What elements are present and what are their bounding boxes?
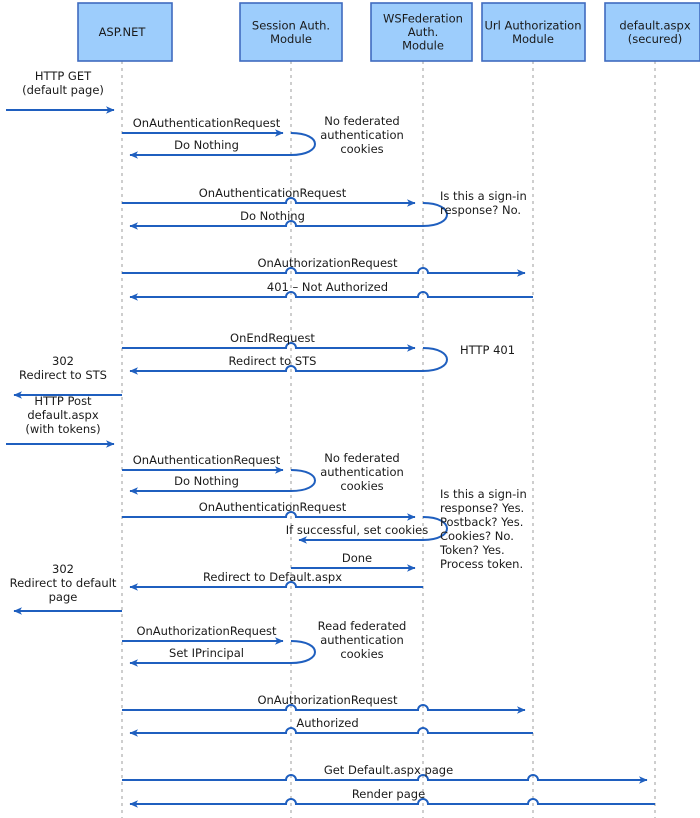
message-m21: OnAuthorizationRequest	[122, 693, 526, 714]
message-m19: OnAuthorizationRequest	[122, 624, 284, 645]
message-m20: Set IPrincipal	[129, 646, 291, 667]
message-label-m16: Done	[342, 551, 372, 565]
message-line-m06	[122, 267, 526, 277]
message-line-m22	[129, 727, 533, 737]
message-line-m08	[122, 342, 416, 352]
message-line-m21	[122, 704, 526, 714]
message-line-m09	[129, 365, 423, 375]
message-m16: Done	[291, 551, 416, 572]
actor-aspnet[interactable]: ASP.NET	[77, 2, 173, 62]
message-label-m22: Authorized	[296, 716, 358, 730]
message-m02: OnAuthenticationRequest	[122, 116, 284, 137]
message-m22: Authorized	[129, 716, 533, 737]
message-m24: Render page	[129, 787, 655, 808]
message-label-m17: Redirect to Default.aspx	[203, 570, 342, 584]
message-label-m19: OnAuthorizationRequest	[136, 624, 277, 638]
self-loop-a2	[422, 202, 448, 227]
message-m03: Do Nothing	[129, 138, 291, 159]
message-line-m05	[129, 220, 423, 230]
message-label-m12: OnAuthenticationRequest	[133, 453, 281, 467]
self-loop-arcs-layer	[290, 132, 448, 664]
message-m05: Do Nothing	[129, 209, 423, 230]
actor-page[interactable]: default.aspx(secured)	[604, 2, 700, 62]
self-loop-a5	[422, 516, 448, 541]
actor-box-page[interactable]	[604, 2, 700, 62]
message-m14: OnAuthenticationRequest	[122, 500, 416, 521]
message-m17: Redirect to Default.aspx	[129, 570, 423, 591]
actor-sam[interactable]: Session Auth.Module	[239, 2, 343, 62]
message-label-m21: OnAuthorizationRequest	[257, 693, 398, 707]
actor-box-aspnet[interactable]	[77, 2, 173, 62]
actor-label-aspnet: ASP.NET	[99, 25, 147, 39]
message-m15: If successful, set cookies	[286, 523, 428, 544]
message-line-m07	[129, 291, 533, 301]
message-label-m02: OnAuthenticationRequest	[133, 116, 281, 130]
message-m08: OnEndRequest	[122, 331, 416, 352]
message-m07: 401 – Not Authorized	[129, 280, 533, 301]
note-n3: HTTP 401	[460, 343, 515, 357]
message-m04: OnAuthenticationRequest	[122, 186, 416, 207]
message-m13: Do Nothing	[129, 474, 291, 495]
message-m01: HTTP GET(default page)	[6, 69, 115, 114]
message-line-m17	[129, 581, 423, 591]
message-line-m14	[122, 511, 416, 521]
message-label-m13: Do Nothing	[174, 474, 239, 488]
messages-layer: HTTP GET(default page) OnAuthenticationRe…	[6, 69, 655, 808]
message-label-m04: OnAuthenticationRequest	[199, 186, 347, 200]
actor-label-page: default.aspx(secured)	[619, 18, 690, 46]
message-label-m24: Render page	[352, 787, 425, 801]
message-label-m09: Redirect to STS	[229, 354, 317, 368]
message-label-m20: Set IPrincipal	[169, 646, 244, 660]
message-label-m05: Do Nothing	[240, 209, 305, 223]
actor-box-urlauth[interactable]	[481, 2, 586, 62]
message-label-m15: If successful, set cookies	[286, 523, 428, 537]
actor-label-sam: Session Auth.Module	[252, 18, 330, 46]
self-loop-a6	[290, 640, 316, 664]
message-label-m23: Get Default.aspx page	[324, 763, 453, 777]
message-label-m03: Do Nothing	[174, 138, 239, 152]
lifelines-layer	[121, 61, 656, 818]
message-label-m06: OnAuthorizationRequest	[257, 256, 398, 270]
message-m23: Get Default.aspx page	[122, 763, 648, 784]
message-line-m24	[129, 798, 655, 808]
message-label-m14: OnAuthenticationRequest	[199, 500, 347, 514]
message-m12: OnAuthenticationRequest	[122, 453, 284, 474]
self-loop-a1	[290, 132, 316, 156]
message-label-m01: HTTP GET(default page)	[22, 69, 104, 97]
self-loop-a4	[290, 469, 316, 492]
actor-box-sam[interactable]	[239, 2, 343, 62]
message-label-m07: 401 – Not Authorized	[267, 280, 388, 294]
message-label-m08: OnEndRequest	[230, 331, 315, 345]
message-m06: OnAuthorizationRequest	[122, 256, 526, 277]
self-loop-a3	[422, 347, 448, 372]
actor-box-wsfam[interactable]	[370, 2, 473, 62]
message-line-m23	[122, 774, 648, 784]
message-m09: Redirect to STS	[129, 354, 423, 375]
message-line-m04	[122, 197, 416, 207]
